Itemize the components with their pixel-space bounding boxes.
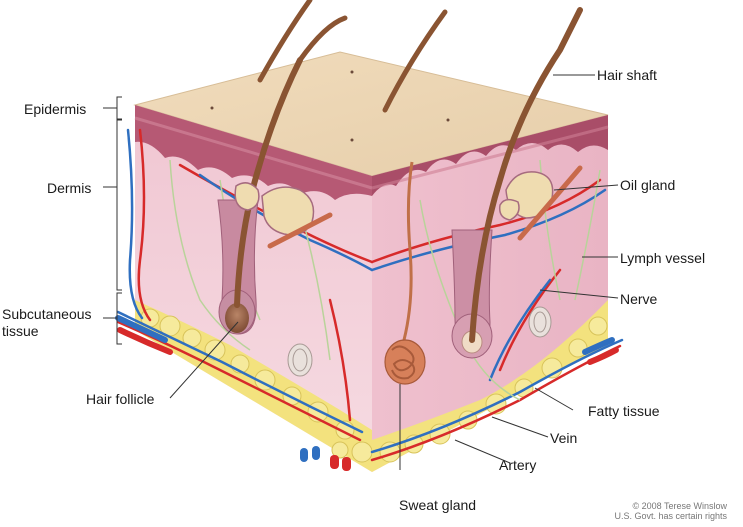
- label-lymph-vessel: Lymph vessel: [620, 250, 706, 266]
- label-subcutaneous-line2: tissue: [2, 323, 39, 339]
- copyright-credit: © 2008 Terese Winslow U.S. Govt. has cer…: [614, 501, 727, 521]
- label-artery: Artery: [499, 457, 537, 473]
- oil-gland-right: [498, 165, 583, 241]
- label-sweat-gland: Sweat gland: [399, 497, 477, 513]
- hair-shaft-left: [257, 0, 313, 83]
- label-subcutaneous-line1: Subcutaneous: [2, 306, 92, 322]
- vessel-ends-left: [115, 315, 173, 355]
- label-nerve: Nerve: [620, 291, 658, 307]
- right-epidermis-band: [372, 115, 608, 196]
- label-fatty-tissue: Fatty tissue: [588, 403, 660, 419]
- hair-shaft-middle: [382, 9, 448, 113]
- oil-gland-left: [234, 182, 333, 249]
- hair-follicle-right: [451, 7, 583, 359]
- label-oil-gland: Oil gland: [620, 177, 676, 193]
- vessel-ends-bottom: [300, 446, 351, 471]
- sweat-gland: [384, 161, 426, 385]
- credit-line1: © 2008 Terese Winslow: [632, 501, 727, 511]
- label-dermis: Dermis: [47, 180, 92, 196]
- label-hair-follicle: Hair follicle: [86, 391, 155, 407]
- hair-follicle-left: [217, 57, 303, 335]
- credit-line2: U.S. Govt. has certain rights: [614, 511, 727, 521]
- vessel-ends-right: [582, 337, 619, 365]
- label-epidermis: Epidermis: [24, 101, 87, 117]
- label-hair-shaft: Hair shaft: [597, 67, 657, 83]
- label-vein: Vein: [550, 430, 578, 446]
